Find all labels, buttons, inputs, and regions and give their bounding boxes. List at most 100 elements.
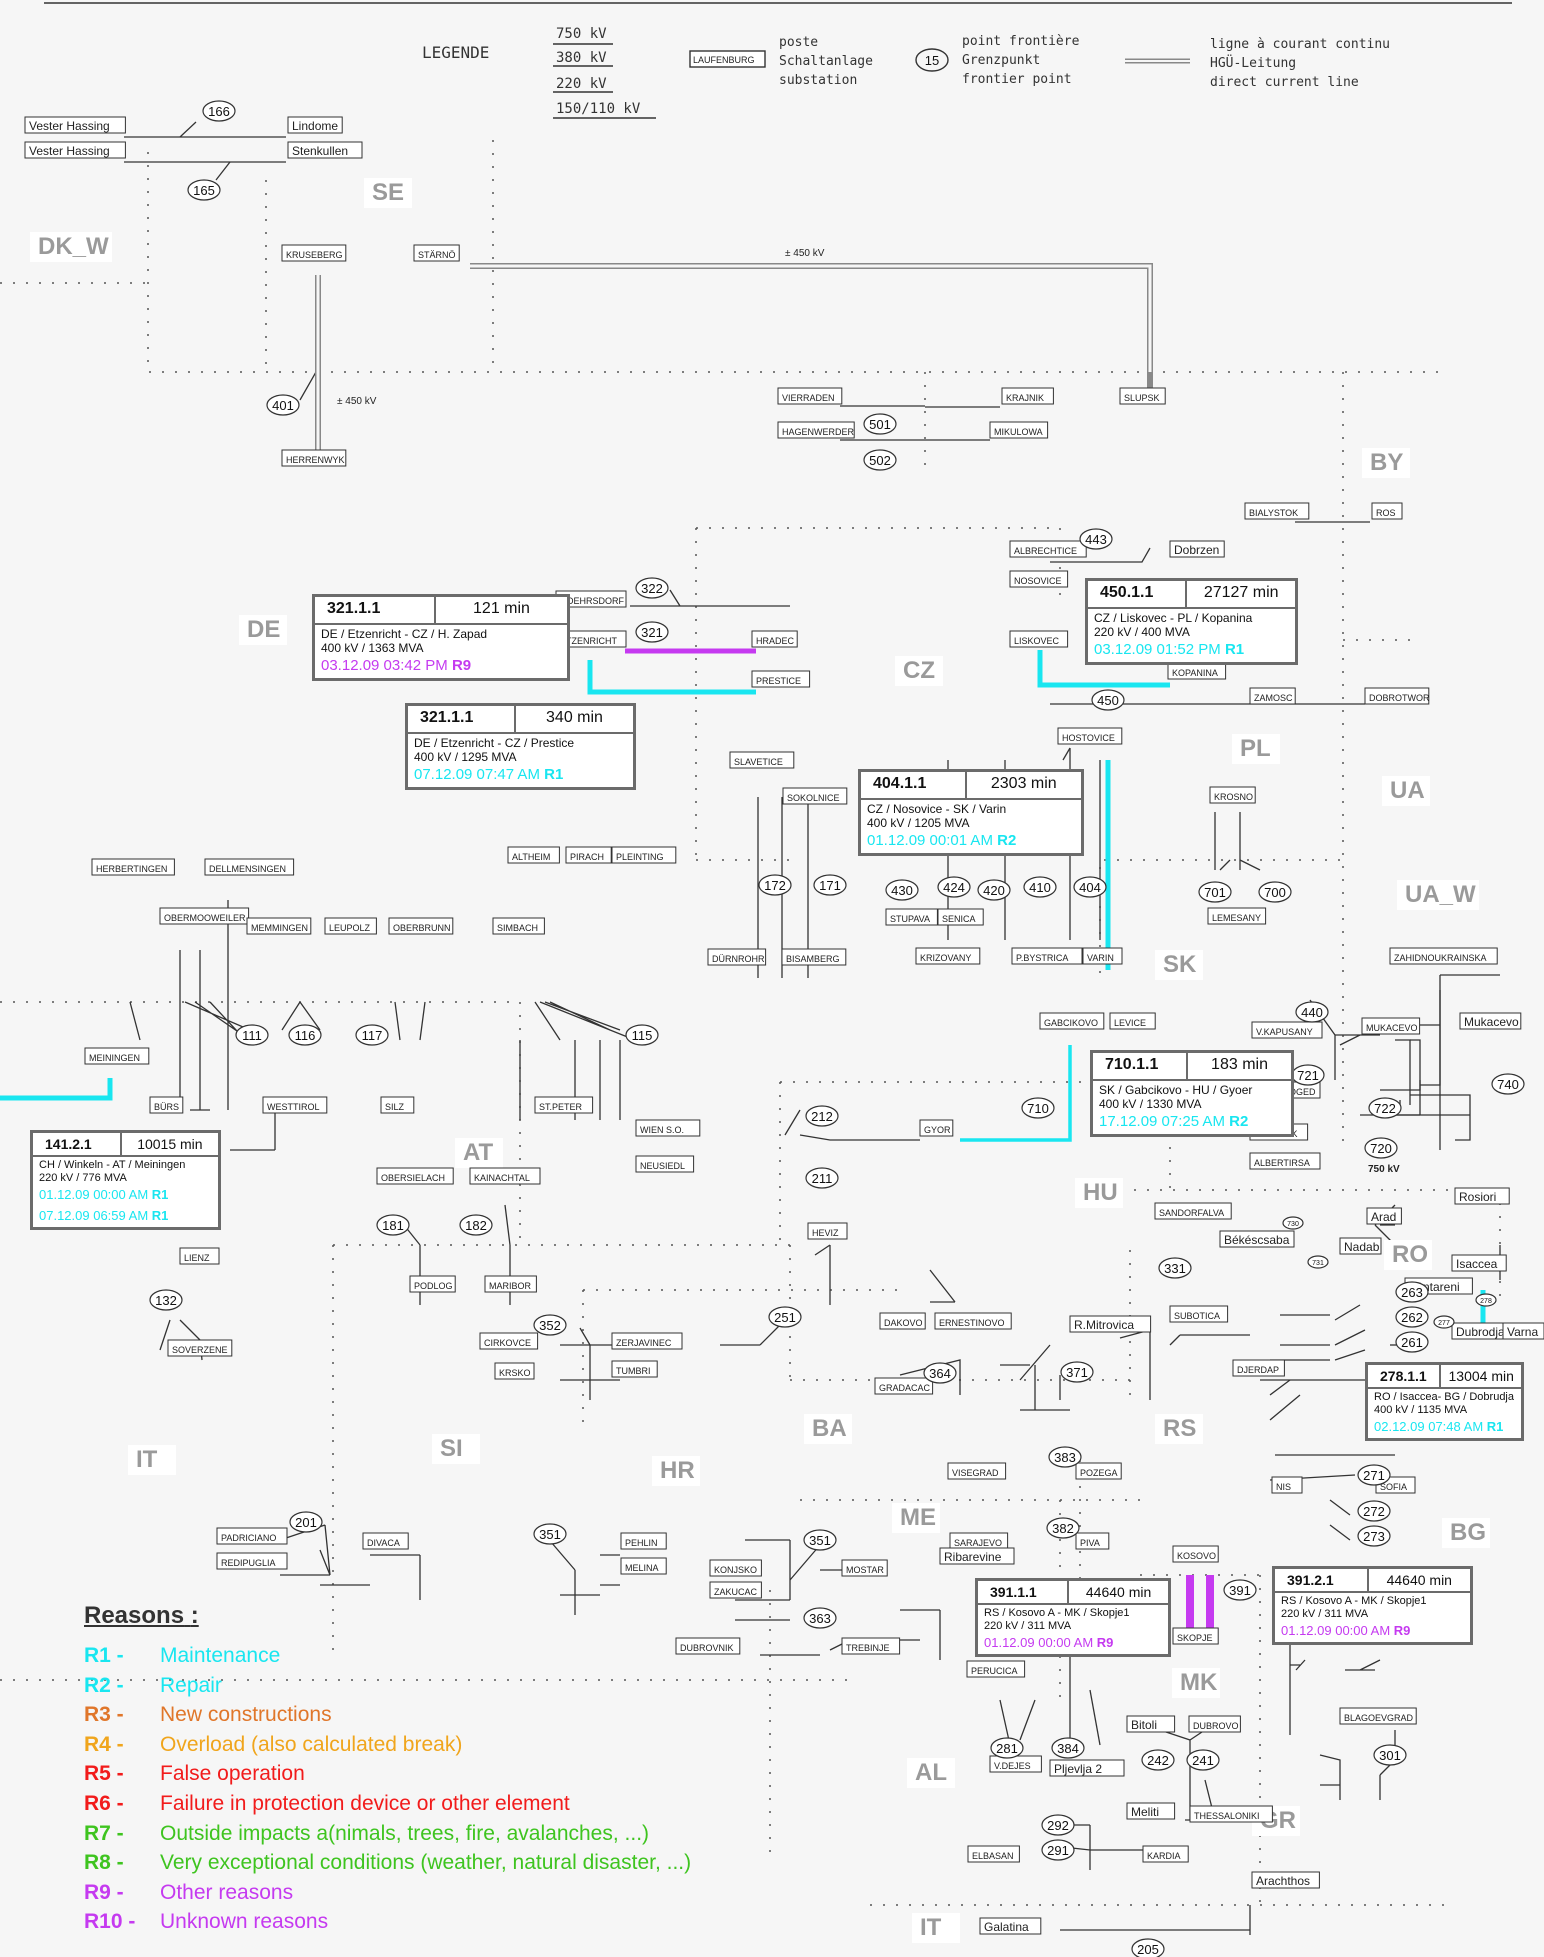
substation-label: Isaccea — [1456, 1257, 1498, 1271]
frontier-point-label: 212 — [811, 1109, 833, 1124]
reason-text: Outside impacts a(nimals, trees, fire, a… — [160, 1822, 649, 1845]
frontier-point-label: 292 — [1047, 1818, 1069, 1833]
reason-item: R7 -Outside impacts a(nimals, trees, fir… — [84, 1822, 784, 1852]
substation-label: SUBOTICA — [1174, 1311, 1220, 1321]
frontier-point-label: 740 — [1497, 1077, 1519, 1092]
substation-label: HOSTOVICE — [1062, 733, 1115, 743]
substation-label: NOSOVICE — [1014, 576, 1062, 586]
incident-event: 02.12.09 07:48 AM R1 — [1368, 1417, 1521, 1438]
substation-label: PRESTICE — [756, 676, 801, 686]
frontier-point-label: 424 — [943, 880, 965, 895]
substation-label: SARAJEVO — [954, 1538, 1002, 1548]
legend-dc-l3: direct current line — [1210, 75, 1359, 90]
substation-label: ELBASAN — [972, 1851, 1014, 1861]
incident-duration: 2303 min — [967, 772, 1081, 798]
reason-text: Other reasons — [160, 1881, 293, 1904]
substation-label: WESTTIROL — [267, 1102, 320, 1112]
substation-label: PEHLIN — [625, 1538, 658, 1548]
frontier-point-label: 331 — [1164, 1261, 1186, 1276]
country-label: SI — [440, 1435, 463, 1462]
incident-lines — [0, 650, 1483, 1640]
substation-label: WIEN S.O. — [640, 1125, 684, 1135]
reason-code: R5 - — [84, 1762, 160, 1786]
frontier-point-label: 241 — [1192, 1753, 1214, 1768]
substation-label: PODLOG — [414, 1281, 453, 1291]
substation-label: KOPANINA — [1172, 668, 1218, 678]
substation-label: MUKACEVO — [1366, 1023, 1418, 1033]
legend-frontier-l3: frontier point — [962, 72, 1072, 87]
substation-label: GRADACAC — [879, 1383, 931, 1393]
legend-substation-l2: Schaltanlage — [779, 54, 873, 69]
reason-code: R1 - — [84, 1644, 160, 1668]
frontier-point-label: 251 — [774, 1310, 796, 1325]
substation-label: Rosiori — [1459, 1190, 1496, 1204]
legend-title: LEGENDE — [422, 43, 489, 62]
substation-label: ZAMOSC — [1254, 693, 1293, 703]
country-label: BY — [1370, 449, 1403, 476]
frontier-point-label: 383 — [1054, 1450, 1076, 1465]
legend-dc-l1: ligne à courant continu — [1210, 37, 1390, 52]
substation-label: OBERMOOWEILER — [164, 913, 246, 923]
substation-label: SKOPJE — [1177, 1633, 1213, 1643]
incident-duration: 44640 min — [1369, 1569, 1470, 1591]
substation-label: HERRENWYK — [286, 455, 345, 465]
substation-label: ALTHEIM — [512, 852, 550, 862]
substation-label: ALBERTIRSA — [1254, 1158, 1310, 1168]
incident-header: 404.1.12303 min — [861, 772, 1081, 800]
substation-label: THESSALONIKI — [1194, 1811, 1260, 1821]
substation-label: KARDIA — [1147, 1851, 1181, 1861]
frontier-point-label: 181 — [382, 1218, 404, 1233]
frontier-point-label: 322 — [641, 581, 663, 596]
frontier-point-label: 165 — [193, 183, 215, 198]
reason-code: R7 - — [84, 1822, 160, 1846]
incident-duration: 121 min — [436, 597, 567, 623]
frontier-point-label: 440 — [1301, 1005, 1323, 1020]
substation-label: DELLMENSINGEN — [209, 864, 286, 874]
legend-frontier-l1: point frontière — [962, 34, 1080, 49]
reason-item: R5 -False operation — [84, 1762, 784, 1792]
incident-header: 450.1.127127 min — [1088, 581, 1295, 609]
incident-box: 321.1.1121 minDE / Etzenricht - CZ / H. … — [312, 594, 570, 681]
substation-label: ALBRECHTICE — [1014, 546, 1077, 556]
substation-label: LEVICE — [1114, 1018, 1146, 1028]
reason-text: New constructions — [160, 1703, 332, 1726]
substation-label: Arad — [1371, 1210, 1396, 1224]
substation-label: MIKULOWA — [994, 427, 1043, 437]
frontier-point-label: 731 — [1312, 1260, 1324, 1267]
frontier-point-label: 722 — [1374, 1101, 1396, 1116]
incident-id: 141.2.1 — [33, 1133, 122, 1155]
frontier-point-label: 730 — [1287, 1221, 1299, 1228]
country-label: HR — [660, 1457, 695, 1484]
substation-label: POZEGA — [1080, 1468, 1118, 1478]
legend-substation-l3: substation — [779, 73, 857, 88]
frontier-point-label: 363 — [809, 1611, 831, 1626]
frontier-point-label: 261 — [1401, 1335, 1423, 1350]
reason-code: R9 - — [84, 1881, 160, 1905]
incident-duration: 183 min — [1188, 1053, 1291, 1079]
reason-item: R8 -Very exceptional conditions (weather… — [84, 1851, 784, 1881]
reason-item: R6 -Failure in protection device or othe… — [84, 1792, 784, 1822]
substation-label: BÜRS — [154, 1102, 179, 1112]
incident-duration: 10015 min — [122, 1133, 218, 1155]
incident-description: CH / Winkeln - AT / Meiningen220 kV / 77… — [33, 1157, 218, 1185]
dc-label-east: ± 450 kV — [785, 248, 825, 259]
substation-label: ZAHIDNOUKRAINSKA — [1394, 953, 1487, 963]
substation-label: ZERJAVINEC — [616, 1338, 672, 1348]
frontier-point-label: 371 — [1066, 1365, 1088, 1380]
country-label: ME — [900, 1504, 936, 1531]
incident-box: 404.1.12303 minCZ / Nosovice - SK / Vari… — [858, 769, 1084, 856]
frontier-point-label: 166 — [208, 104, 230, 119]
country-label: IT — [920, 1914, 942, 1941]
country-label: SE — [372, 179, 404, 206]
frontier-point-label: 271 — [1363, 1468, 1385, 1483]
substation-label: KRUSEBERG — [286, 250, 343, 260]
incident-box: 450.1.127127 minCZ / Liskovec - PL / Kop… — [1085, 578, 1298, 665]
reason-text: Very exceptional conditions (weather, na… — [160, 1851, 691, 1874]
substation-label: KRIZOVANY — [920, 953, 971, 963]
substation-label: Galatina — [984, 1920, 1029, 1934]
